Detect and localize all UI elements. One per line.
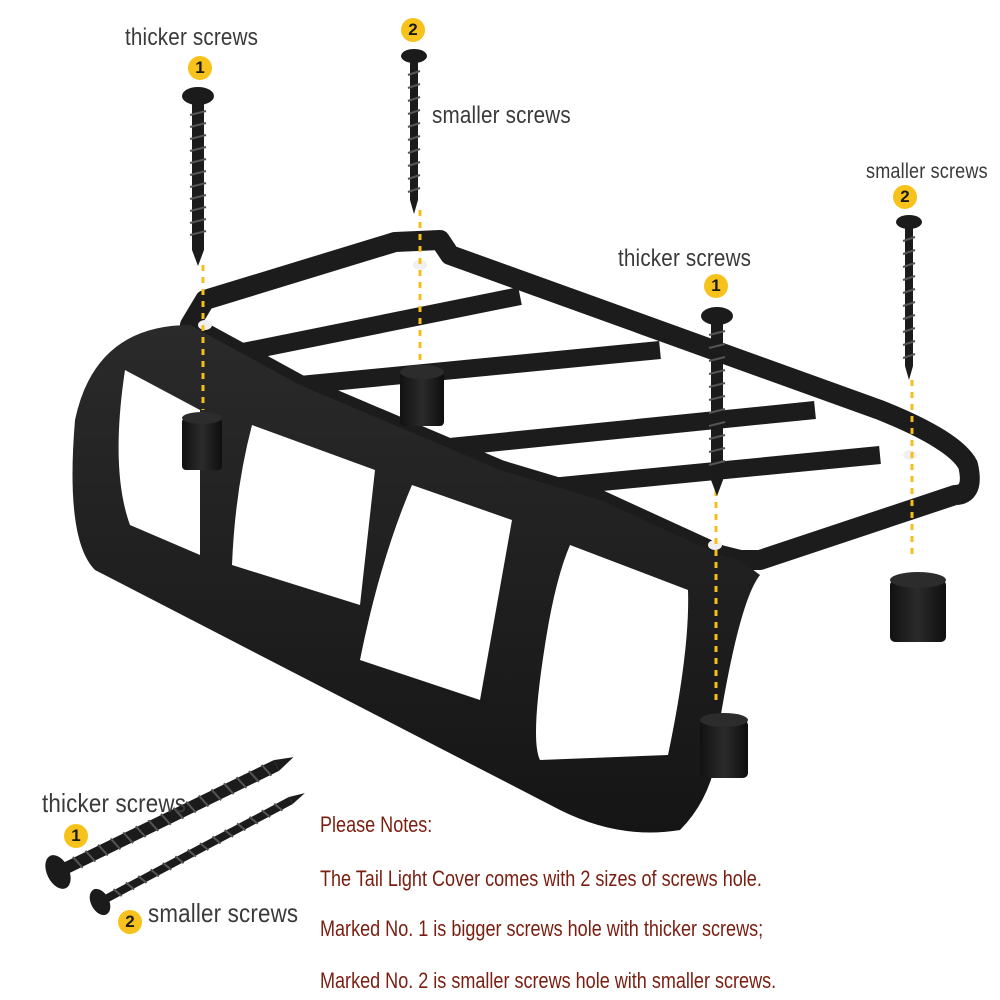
badge-2: 2	[401, 18, 425, 42]
label-thicker-screws-right: thicker screws	[618, 245, 752, 272]
label-thicker-screws-legend: thicker screws	[42, 788, 187, 818]
tail-light-cover	[72, 230, 980, 833]
label-smaller-screws-top: smaller screws	[432, 102, 571, 129]
badge-1: 1	[188, 56, 212, 80]
screw-hole	[198, 320, 212, 330]
label-smaller-screws-right: smaller screws	[866, 160, 988, 183]
screw-icon	[182, 49, 922, 496]
spacer-icon	[182, 365, 946, 778]
notes-line-3: Marked No. 2 is smaller screws hole with…	[320, 968, 777, 993]
notes-title: Please Notes:	[320, 812, 433, 837]
screw-hole	[708, 540, 722, 550]
notes-line-2: Marked No. 1 is bigger screws hole with …	[320, 916, 764, 941]
guide-lines	[201, 210, 914, 700]
badge-2: 2	[893, 185, 917, 209]
label-thicker-screws-top-left: thicker screws	[125, 24, 259, 51]
screw-hole	[413, 260, 427, 270]
screw-icon	[45, 757, 305, 916]
label-smaller-screws-legend: smaller screws	[148, 898, 299, 928]
screw-hole	[903, 450, 917, 460]
notes-line-1: The Tail Light Cover comes with 2 sizes …	[320, 866, 762, 891]
badge-1: 1	[64, 824, 88, 848]
badge-2: 2	[118, 910, 142, 934]
badge-1: 1	[704, 274, 728, 298]
